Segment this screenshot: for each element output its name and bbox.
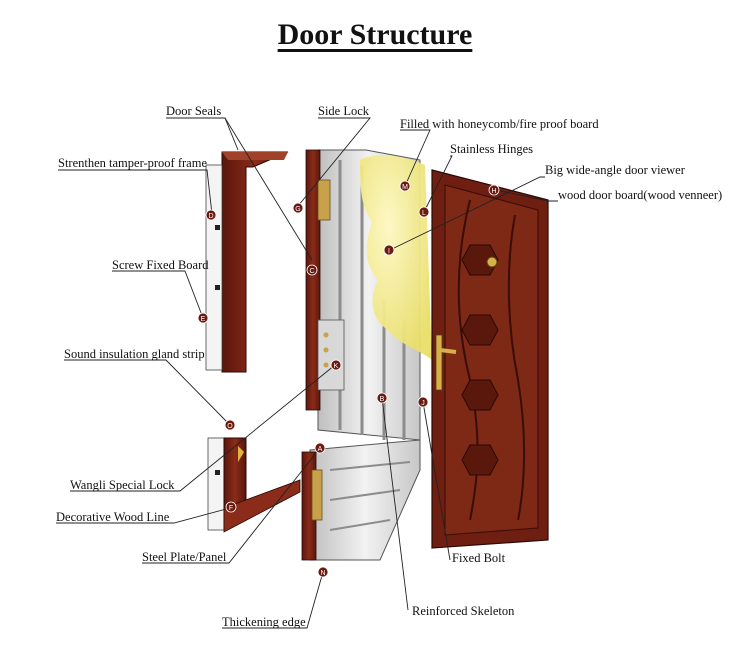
label-side-lock: Side Lock bbox=[318, 104, 370, 118]
svg-text:N: N bbox=[320, 570, 325, 577]
wood-door bbox=[431, 169, 549, 549]
door-frame-upper bbox=[205, 151, 289, 373]
marker-l: L bbox=[418, 206, 430, 218]
marker-n: N bbox=[317, 566, 329, 578]
svg-text:E: E bbox=[201, 316, 206, 323]
label-screw-board: Screw Fixed Board bbox=[112, 258, 209, 272]
label-sound-strip: Sound insulation gland strip bbox=[64, 347, 205, 361]
marker-j: J bbox=[417, 396, 429, 408]
label-steel-plate: Steel Plate/Panel bbox=[142, 550, 227, 564]
label-door-seals: Door Seals bbox=[166, 104, 222, 118]
label-deco-line: Decorative Wood Line bbox=[56, 510, 170, 524]
svg-text:H: H bbox=[491, 188, 496, 195]
svg-text:K: K bbox=[334, 363, 339, 370]
marker-i: I bbox=[383, 244, 395, 256]
marker-o: O bbox=[224, 419, 236, 431]
label-stainless-hinges: Stainless Hinges bbox=[450, 142, 533, 156]
label-wangli-lock: Wangli Special Lock bbox=[70, 478, 175, 492]
marker-d: D bbox=[205, 209, 217, 221]
svg-text:F: F bbox=[229, 505, 233, 512]
marker-h: H bbox=[488, 184, 500, 196]
part-markers: A B C D E F G H I J K L M N O bbox=[197, 180, 500, 578]
label-thickening-edge: Thickening edge bbox=[222, 615, 306, 629]
marker-b: B bbox=[376, 392, 388, 404]
svg-text:I: I bbox=[388, 248, 390, 255]
marker-f: F bbox=[225, 501, 237, 513]
page-title: Door Structure bbox=[277, 18, 473, 51]
leader-lines bbox=[56, 117, 558, 629]
marker-m: M bbox=[399, 180, 411, 192]
svg-text:M: M bbox=[402, 184, 408, 191]
marker-c: C bbox=[306, 264, 318, 276]
svg-text:B: B bbox=[380, 396, 385, 403]
svg-text:O: O bbox=[227, 423, 233, 430]
svg-text:D: D bbox=[208, 213, 213, 220]
marker-a: A bbox=[314, 442, 326, 454]
marker-e: E bbox=[197, 312, 209, 324]
marker-g: G bbox=[292, 202, 304, 214]
label-fixed-bolt: Fixed Bolt bbox=[452, 551, 506, 565]
label-reinforced-skeleton: Reinforced Skeleton bbox=[412, 604, 515, 618]
steel-door-panel bbox=[301, 149, 432, 561]
label-wood-board: wood door board(wood venneer) bbox=[558, 188, 723, 202]
label-filled-with: Filled with honeycomb/fire proof board bbox=[400, 117, 599, 131]
svg-text:A: A bbox=[318, 446, 323, 453]
label-door-viewer: Big wide-angle door viewer bbox=[545, 163, 685, 177]
door-frame-lower bbox=[207, 437, 301, 533]
svg-text:J: J bbox=[421, 400, 425, 407]
svg-text:G: G bbox=[295, 206, 300, 213]
svg-text:L: L bbox=[422, 210, 426, 217]
svg-text:C: C bbox=[309, 268, 314, 275]
marker-k: K bbox=[330, 359, 342, 371]
label-tamper-frame: Strenthen tamper-proof frame bbox=[58, 156, 207, 170]
